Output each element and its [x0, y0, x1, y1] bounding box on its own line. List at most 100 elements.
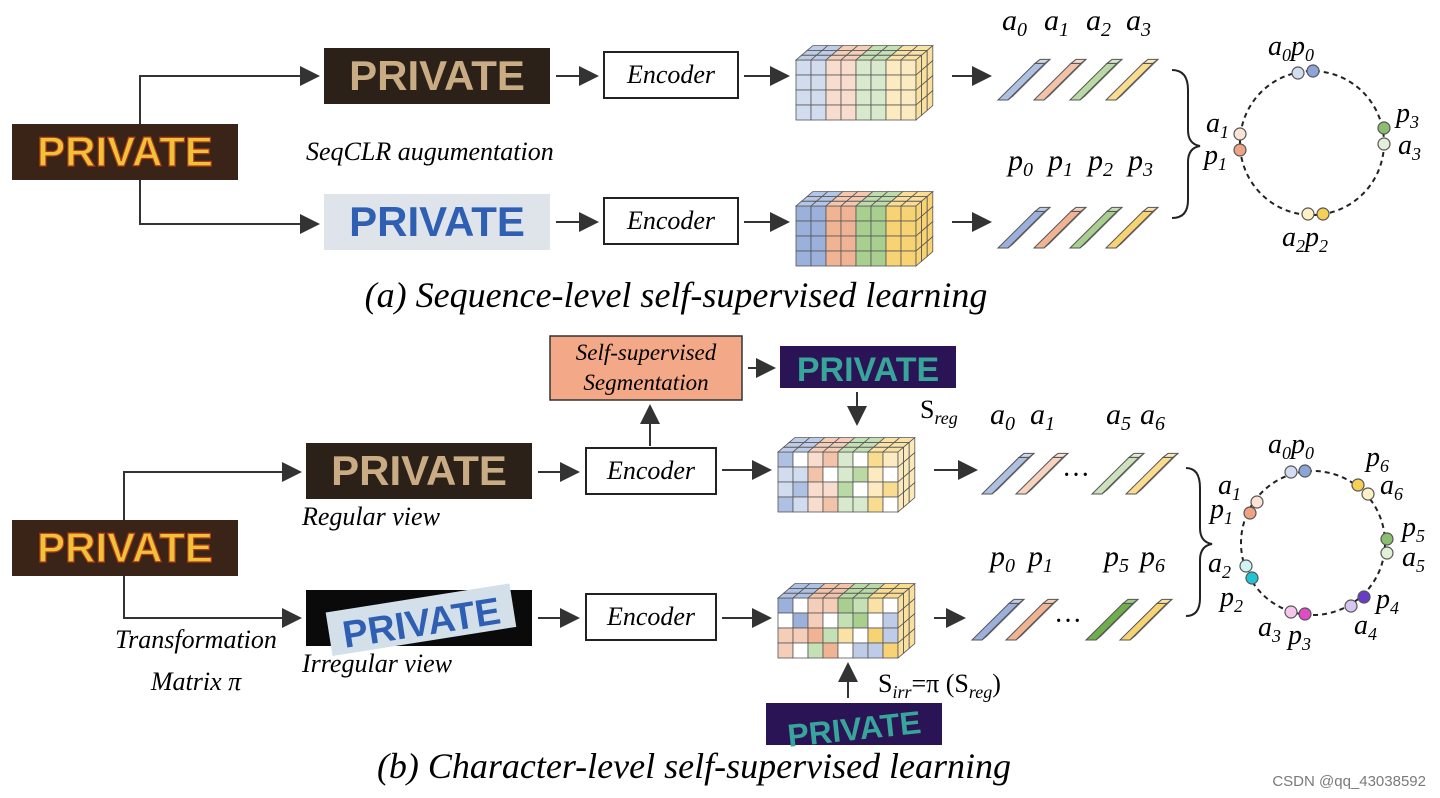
feature-cell — [867, 642, 884, 659]
feature-cell — [777, 642, 794, 659]
feature-cell-side — [908, 481, 916, 504]
feature-vector-bar-side — [1101, 453, 1145, 495]
s-irr-formula: Sirr=π (Sreg) — [878, 669, 1001, 702]
feature-cell — [837, 451, 854, 468]
svg-text:a3: a3 — [1398, 130, 1421, 164]
augmentation-label: SeqCLR augumentation — [306, 137, 554, 166]
feature-cell — [855, 59, 872, 76]
vector-labels-bottom-b: p0 p1 p5 p6 — [988, 540, 1165, 577]
svg-text:p1: p1 — [1026, 540, 1053, 577]
vectors-top-a — [996, 58, 1160, 101]
feature-cell — [852, 496, 869, 513]
feature-cell — [867, 627, 884, 644]
ring-labels-b: a0p0 p6 a6 a1 p1 p5 a5 a2 p2 p4 a4 a3 p3 — [1208, 429, 1425, 654]
feature-vector-bar-side — [1115, 59, 1159, 101]
feature-cell — [777, 496, 794, 513]
feature-cell — [885, 250, 902, 267]
vector-labels-top-b: a0 a1 a5 a6 — [990, 398, 1165, 435]
feature-cell — [807, 466, 824, 483]
svg-text:a1: a1 — [1218, 470, 1241, 504]
feature-cell — [792, 481, 809, 498]
svg-text:p2: p2 — [1086, 144, 1113, 181]
feature-cell — [825, 89, 842, 106]
feature-cell — [867, 481, 884, 498]
svg-text:p3: p3 — [1394, 98, 1419, 132]
feature-cell — [855, 74, 872, 91]
feature-cell — [795, 104, 812, 121]
feature-cell — [825, 220, 842, 237]
vector-labels-bottom-a: p0 p1 p2 p3 — [1006, 144, 1153, 181]
svg-text:Encoder: Encoder — [626, 206, 716, 235]
svg-text:PRIVATE: PRIVATE — [37, 128, 213, 175]
feature-cell — [777, 466, 794, 483]
source-word-image-a: PRIVATE — [12, 124, 238, 180]
feature-cell — [810, 205, 827, 222]
feature-map-top-a — [794, 44, 934, 121]
feature-cell — [885, 104, 902, 121]
feature-cell — [867, 451, 884, 468]
feature-cell — [777, 612, 794, 629]
feature-cell — [855, 104, 872, 121]
feature-cell — [825, 74, 842, 91]
branch-arrow-bottom-a — [139, 180, 320, 234]
feature-cell — [900, 89, 917, 106]
feature-cell — [822, 597, 839, 614]
svg-text:a1: a1 — [1206, 108, 1229, 142]
feature-vector-bar-side — [1129, 599, 1173, 641]
feature-cell-side — [926, 89, 934, 112]
feature-cell — [840, 104, 857, 121]
svg-text:a2p2: a2p2 — [1282, 222, 1328, 256]
feature-cell — [852, 466, 869, 483]
encoder-box-bottom-a: Encoder — [603, 197, 739, 245]
feature-cell — [777, 451, 794, 468]
feature-cell — [882, 627, 899, 644]
irregular-view-image: PRIVATE — [306, 583, 532, 657]
feature-cell — [792, 627, 809, 644]
feature-cell — [870, 89, 887, 106]
feature-cell — [852, 612, 869, 629]
feature-cell — [885, 59, 902, 76]
svg-text:a2: a2 — [1086, 4, 1111, 41]
feature-vector-bar-side — [1115, 207, 1159, 249]
feature-cell — [822, 451, 839, 468]
svg-text:a5: a5 — [1106, 398, 1131, 435]
svg-text:p2: p2 — [1218, 582, 1243, 616]
svg-text:p1: p1 — [1202, 140, 1227, 174]
feature-cell — [840, 250, 857, 267]
svg-text:a3: a3 — [1258, 612, 1281, 646]
feature-cell — [822, 466, 839, 483]
feature-cell — [807, 451, 824, 468]
regular-view-image: PRIVATE — [306, 443, 532, 499]
ellipsis-top-b: ··· — [1062, 460, 1090, 491]
svg-text:a6: a6 — [1140, 398, 1165, 435]
feature-cell — [882, 451, 899, 468]
svg-text:a6: a6 — [1380, 470, 1403, 504]
feature-cell — [822, 496, 839, 513]
feature-cell — [870, 205, 887, 222]
feature-cell — [795, 74, 812, 91]
feature-vector-bar-side — [981, 599, 1025, 641]
feature-vector-bar-side — [1043, 207, 1087, 249]
feature-cell — [900, 104, 917, 121]
feature-cell — [825, 59, 842, 76]
feature-cell — [837, 496, 854, 513]
svg-text:Encoder: Encoder — [626, 60, 716, 89]
feature-cell — [822, 627, 839, 644]
svg-text:PRIVATE: PRIVATE — [349, 198, 525, 245]
feature-vector-bar-side — [1007, 59, 1051, 101]
vectors-top-b — [980, 452, 1180, 495]
feature-map-top-b — [776, 436, 916, 513]
transformation-label-line2: Matrix π — [150, 667, 242, 696]
feature-cell — [810, 104, 827, 121]
svg-text:a5: a5 — [1402, 542, 1425, 576]
svg-text:p5: p5 — [1102, 540, 1129, 577]
feature-cell — [792, 451, 809, 468]
svg-text:Self-supervised: Self-supervised — [576, 340, 717, 365]
feature-cell — [795, 220, 812, 237]
svg-text:a0p0: a0p0 — [1268, 429, 1314, 463]
feature-cell — [852, 627, 869, 644]
svg-text:a0: a0 — [990, 398, 1015, 435]
branch-arrow-top-a — [139, 66, 320, 124]
feature-cell — [777, 481, 794, 498]
feature-cell — [810, 74, 827, 91]
